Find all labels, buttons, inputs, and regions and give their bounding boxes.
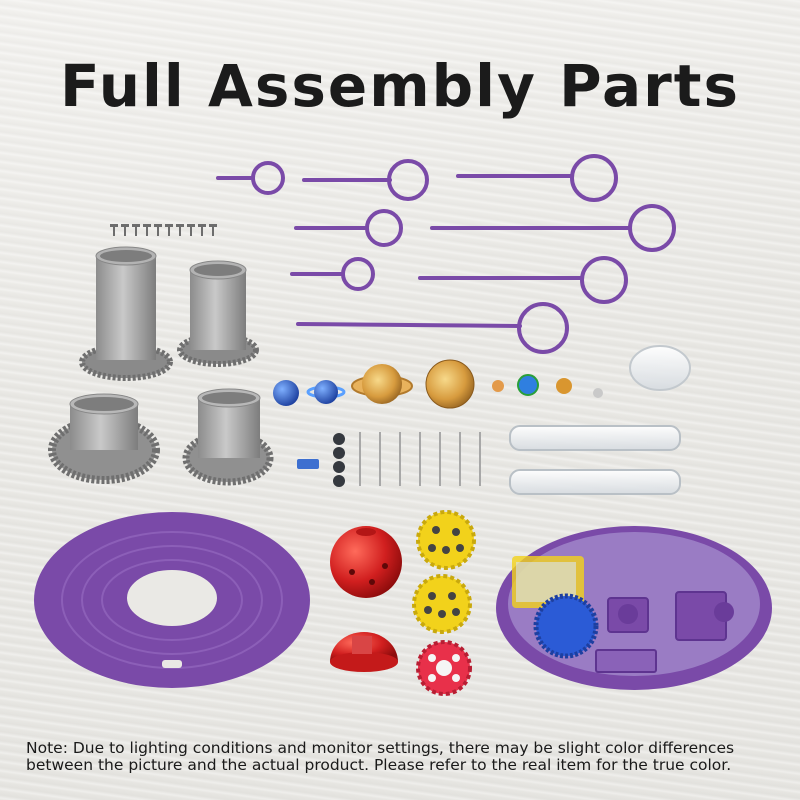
- screws: [110, 224, 217, 236]
- orbit-arms: [216, 154, 676, 354]
- disclaimer-line-2: between the picture and the actual produ…: [26, 756, 732, 774]
- gear-discs: [412, 510, 476, 696]
- disclaimer-note: Note: Due to lighting conditions and mon…: [26, 740, 786, 774]
- page-title: Full Assembly Parts: [59, 52, 741, 120]
- purple-base-plate: [34, 512, 310, 688]
- planets: [273, 345, 691, 409]
- small-blue-part: [297, 459, 319, 469]
- red-domes: [330, 526, 402, 672]
- disclaimer-line-1: Note: Due to lighting conditions and mon…: [26, 739, 735, 757]
- small-balls: [333, 433, 345, 487]
- clear-tubes: [509, 425, 681, 495]
- metal-rods: [359, 432, 481, 486]
- motor-base: [496, 526, 772, 690]
- gear-tubes: [48, 246, 274, 486]
